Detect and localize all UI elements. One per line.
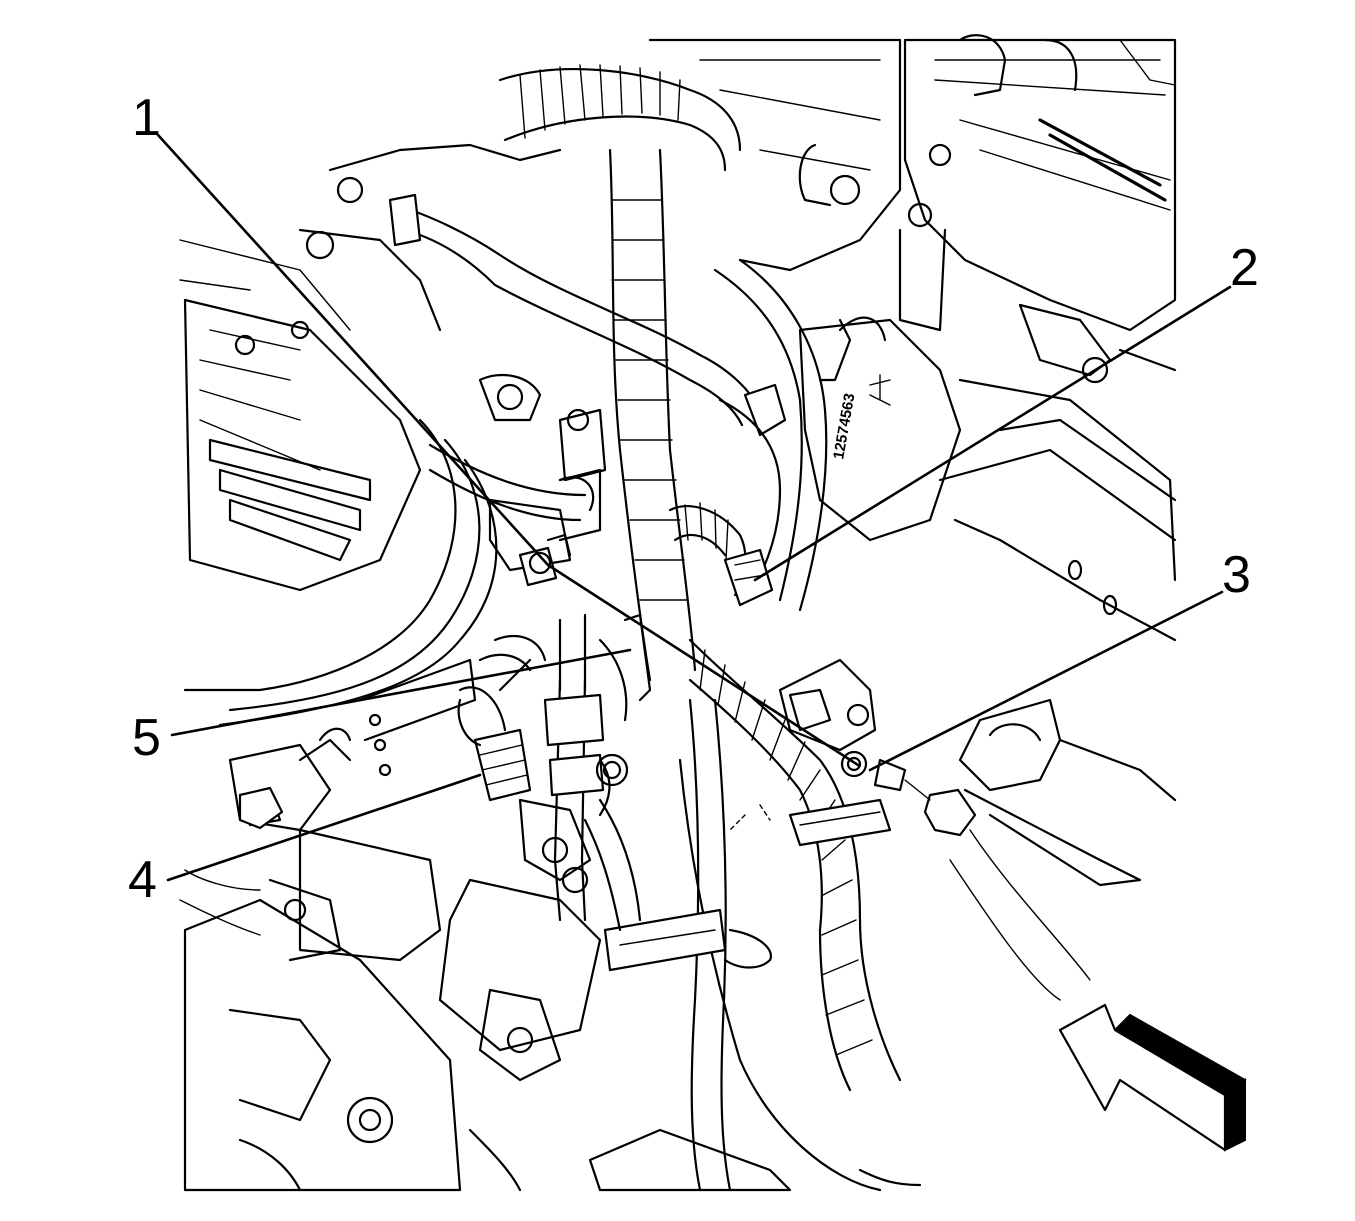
callout-labels: 1 2 3 4 5 — [128, 89, 1259, 909]
part-number-stamp: 12574563 — [830, 374, 891, 461]
callout-3: 3 — [1222, 546, 1251, 604]
background-structure — [179, 34, 1177, 1192]
callout-5: 5 — [132, 709, 161, 767]
leader-2 — [753, 285, 1232, 582]
hoses-and-harness — [388, 64, 922, 1192]
leader-4 — [166, 773, 482, 882]
leader-1 — [156, 133, 550, 567]
callout-leaders — [156, 133, 1232, 882]
leader-1-to-3 — [546, 563, 860, 767]
part-number-label: 12574563 — [830, 392, 858, 461]
leader-3 — [868, 590, 1224, 772]
callout-2: 2 — [1230, 239, 1259, 297]
bolt-1 — [518, 533, 572, 587]
bolt-left-bracket — [238, 786, 284, 830]
view-direction-arrow — [1058, 1003, 1247, 1152]
callout-1: 1 — [132, 89, 161, 147]
bolt-center — [778, 658, 877, 752]
bolt-3 — [840, 750, 977, 837]
fasteners — [238, 533, 977, 837]
callout-4: 4 — [128, 851, 157, 909]
leader-5 — [170, 648, 632, 737]
